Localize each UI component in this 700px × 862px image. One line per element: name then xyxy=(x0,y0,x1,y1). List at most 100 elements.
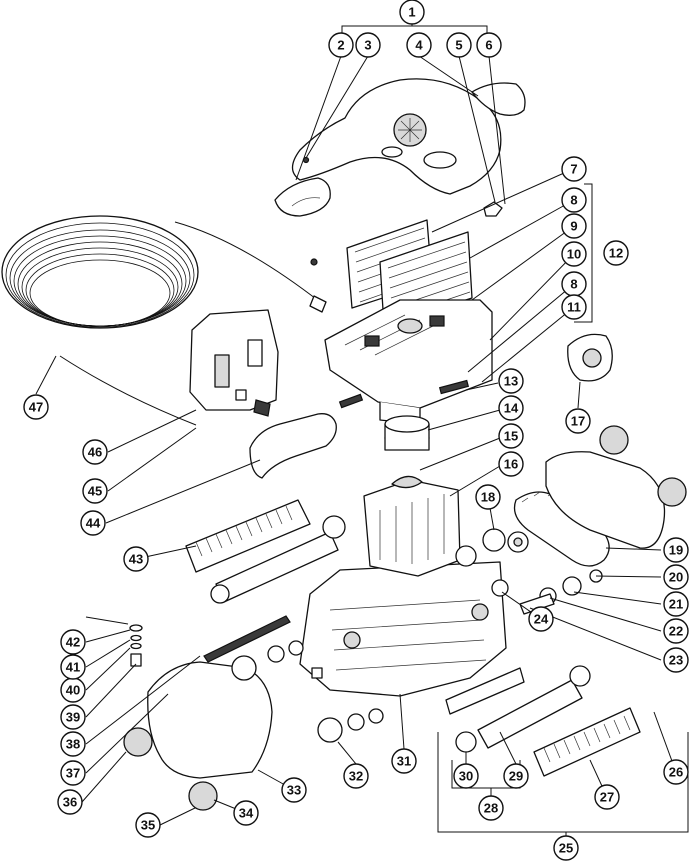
handle-arm xyxy=(249,413,337,479)
handle-cap xyxy=(471,82,526,116)
svg-text:9: 9 xyxy=(570,219,577,234)
callout-37: 37 xyxy=(60,760,86,786)
leader-lines xyxy=(35,24,689,836)
callout-39: 39 xyxy=(60,704,86,730)
svg-text:14: 14 xyxy=(504,401,519,416)
callout-8-lower: 8 xyxy=(561,271,587,297)
callout-11: 11 xyxy=(561,294,587,320)
callout-44: 44 xyxy=(80,510,106,536)
svg-text:21: 21 xyxy=(669,597,683,612)
callout-17: 17 xyxy=(565,408,591,434)
filter-basket xyxy=(324,299,493,409)
callout-21: 21 xyxy=(663,591,689,617)
svg-text:36: 36 xyxy=(63,795,77,810)
callout-12: 12 xyxy=(603,240,629,266)
callout-29: 29 xyxy=(503,763,529,789)
clip xyxy=(483,201,503,217)
svg-text:12: 12 xyxy=(609,246,623,261)
callout-13: 13 xyxy=(498,368,524,394)
svg-text:7: 7 xyxy=(570,162,577,177)
svg-text:41: 41 xyxy=(66,660,80,675)
svg-text:18: 18 xyxy=(481,490,495,505)
callout-42: 42 xyxy=(60,629,86,655)
callout-15: 15 xyxy=(498,423,524,449)
wheel-left-top xyxy=(123,727,153,757)
svg-text:16: 16 xyxy=(504,457,518,472)
svg-text:1: 1 xyxy=(408,5,415,20)
cable-coil xyxy=(1,215,327,426)
chassis xyxy=(299,561,507,697)
svg-text:8: 8 xyxy=(570,277,577,292)
bar-13 xyxy=(438,379,470,395)
svg-text:40: 40 xyxy=(66,683,80,698)
callout-36: 36 xyxy=(57,789,83,815)
svg-text:26: 26 xyxy=(669,765,683,780)
roller-front xyxy=(477,679,583,749)
callout-46: 46 xyxy=(82,439,108,465)
callout-34: 34 xyxy=(233,800,259,826)
callout-19: 19 xyxy=(663,537,689,563)
callout-45: 45 xyxy=(82,478,108,504)
svg-text:28: 28 xyxy=(484,801,498,816)
callout-4: 4 xyxy=(406,32,432,58)
svg-text:4: 4 xyxy=(415,38,423,53)
svg-text:37: 37 xyxy=(66,766,80,781)
callout-35: 35 xyxy=(135,812,161,838)
svg-text:42: 42 xyxy=(66,635,80,650)
fastener-stack xyxy=(129,624,143,667)
svg-text:6: 6 xyxy=(485,38,492,53)
pump-motor xyxy=(384,415,430,451)
motor-module xyxy=(189,309,279,417)
svg-text:34: 34 xyxy=(239,806,254,821)
callout-33: 33 xyxy=(281,777,307,803)
svg-text:5: 5 xyxy=(455,38,462,53)
callout-10: 10 xyxy=(561,241,587,267)
callout-5: 5 xyxy=(446,32,472,58)
callout-28: 28 xyxy=(478,795,504,821)
callout-38: 38 xyxy=(60,731,86,757)
brush-front xyxy=(533,707,641,777)
callout-43: 43 xyxy=(123,546,149,572)
svg-text:29: 29 xyxy=(509,769,523,784)
callout-16: 16 xyxy=(498,451,524,477)
svg-text:10: 10 xyxy=(567,247,581,262)
side-panel-right xyxy=(545,451,666,549)
svg-text:17: 17 xyxy=(571,414,585,429)
callout-30: 30 xyxy=(453,763,479,789)
bar-45 xyxy=(338,393,364,409)
svg-text:47: 47 xyxy=(29,400,43,415)
callout-8-top: 8 xyxy=(561,187,587,213)
callout-24: 24 xyxy=(528,606,554,632)
callout-23: 23 xyxy=(663,647,689,673)
wheel-left-bottom xyxy=(188,781,218,811)
svg-text:39: 39 xyxy=(66,710,80,725)
svg-text:35: 35 xyxy=(141,818,155,833)
svg-text:27: 27 xyxy=(600,790,614,805)
svg-text:44: 44 xyxy=(86,516,101,531)
drive-rod xyxy=(203,615,291,663)
svg-text:23: 23 xyxy=(669,653,683,668)
callout-22: 22 xyxy=(663,618,689,644)
svg-text:19: 19 xyxy=(669,543,683,558)
svg-text:15: 15 xyxy=(504,429,518,444)
svg-text:45: 45 xyxy=(88,484,102,499)
callout-18: 18 xyxy=(475,484,501,510)
svg-text:20: 20 xyxy=(669,570,683,585)
callout-26: 26 xyxy=(663,759,689,785)
callout-47: 47 xyxy=(23,394,49,420)
svg-text:3: 3 xyxy=(364,38,371,53)
swivel xyxy=(567,333,613,382)
callout-2: 2 xyxy=(328,32,354,58)
svg-text:25: 25 xyxy=(559,841,573,856)
svg-text:2: 2 xyxy=(337,38,344,53)
svg-text:43: 43 xyxy=(129,552,143,567)
callout-27: 27 xyxy=(594,784,620,810)
callout-6: 6 xyxy=(476,32,502,58)
callout-41: 41 xyxy=(60,654,86,680)
svg-text:32: 32 xyxy=(349,769,363,784)
svg-text:30: 30 xyxy=(459,769,473,784)
svg-text:24: 24 xyxy=(534,612,549,627)
callout-25: 25 xyxy=(553,835,579,861)
svg-text:31: 31 xyxy=(397,754,411,769)
